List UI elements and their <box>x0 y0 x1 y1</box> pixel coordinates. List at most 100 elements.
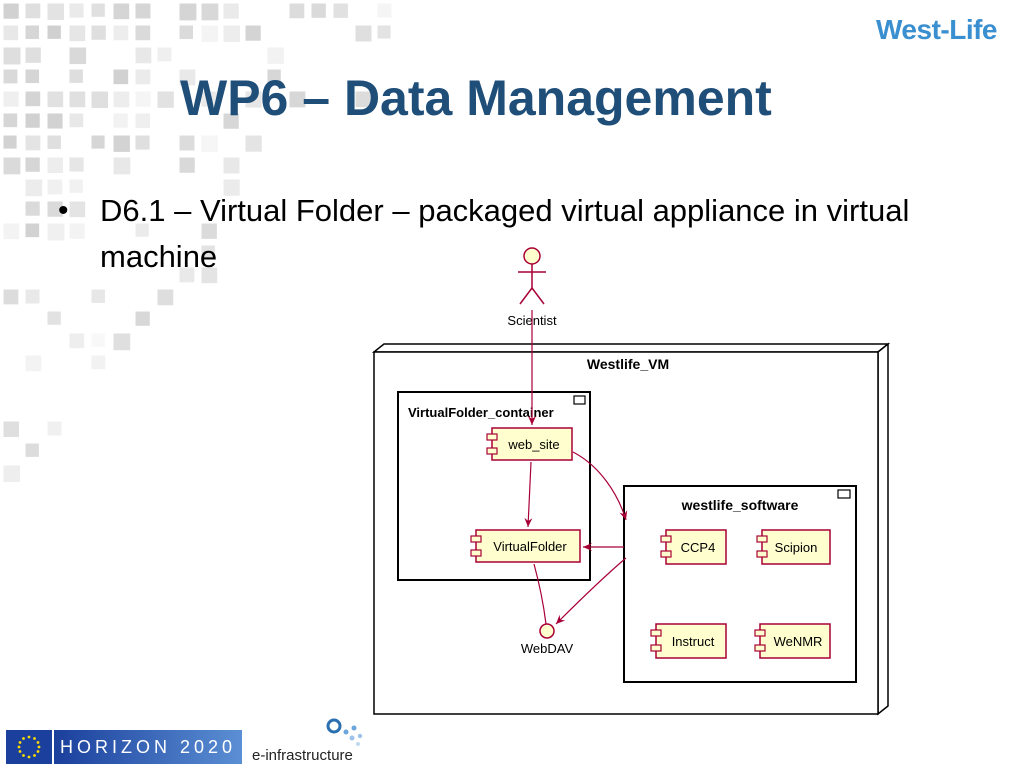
mosaic-tile <box>2 288 20 306</box>
mosaic-tile <box>112 112 129 129</box>
web-site-label: web_site <box>507 437 559 452</box>
mosaic-tile <box>200 222 218 240</box>
mosaic-tile <box>156 46 173 63</box>
e-infrastructure-logo-text: e-infrastructure <box>252 747 353 764</box>
mosaic-tile <box>46 178 64 196</box>
mosaic-tile <box>2 112 19 129</box>
mosaic-tile <box>310 2 327 19</box>
mosaic-tile <box>24 156 41 173</box>
mosaic-tile <box>222 24 241 43</box>
mosaic-tile <box>2 222 21 241</box>
mosaic-tile <box>24 2 42 20</box>
virtualfolder-to-webdav-line <box>533 563 547 625</box>
mosaic-tile <box>90 332 106 348</box>
westlife-vm-label: Westlife_VM <box>587 356 669 372</box>
mosaic-tile <box>112 68 130 86</box>
mosaic-tile <box>354 24 373 43</box>
mosaic-tile <box>2 68 19 85</box>
software-to-webdav-arrow <box>555 557 627 625</box>
mosaic-tile <box>134 90 152 108</box>
mosaic-tile <box>288 90 307 109</box>
mosaic-tile <box>200 266 219 285</box>
ccp4-component <box>660 529 727 565</box>
e-infrastructure-logo-icon <box>326 718 363 746</box>
mosaic-tile <box>2 420 20 438</box>
mosaic-tile <box>24 288 41 305</box>
mosaic-tile <box>134 46 153 65</box>
webdav-interface <box>539 623 555 639</box>
mosaic-tile <box>222 178 241 197</box>
mosaic-tile <box>24 200 41 217</box>
mosaic-tile <box>68 68 84 84</box>
mosaic-tile <box>134 2 152 20</box>
scipion-label: Scipion <box>775 540 818 555</box>
mosaic-tile <box>354 90 373 109</box>
mosaic-tile <box>156 288 175 307</box>
bullet-dot-icon: • <box>58 194 69 227</box>
mosaic-tile <box>2 464 21 483</box>
mosaic-tile <box>24 68 41 85</box>
mosaic-tile <box>200 2 220 22</box>
wenmr-label: WeNMR <box>774 634 823 649</box>
mosaic-tile <box>46 200 64 218</box>
mosaic-tile <box>2 156 22 176</box>
web-site-to-virtualfolder-arrow <box>524 461 533 528</box>
mosaic-tile <box>112 134 131 153</box>
mosaic-tile <box>46 134 62 150</box>
deployment-diagram: Scientist Westlife_VM VirtualFolder_cont… <box>371 247 891 716</box>
mosaic-tile <box>90 354 107 371</box>
virtualfolder-component <box>470 529 581 563</box>
mosaic-tile <box>2 90 20 108</box>
mosaic-tile <box>178 68 197 87</box>
westlife-logo-text: West-Life <box>876 14 998 45</box>
bullet-text: D6.1 – Virtual Folder – packaged virtual… <box>100 193 910 274</box>
mosaic-tile <box>68 24 87 43</box>
mosaic-tile <box>134 112 152 130</box>
mosaic-tile <box>46 112 64 130</box>
mosaic-tile <box>200 244 216 260</box>
web-site-to-software-arrow <box>572 451 628 521</box>
mosaic-tile <box>68 156 85 173</box>
mosaic-tile <box>156 90 175 109</box>
instruct-component <box>650 623 727 659</box>
mosaic-tile <box>112 2 131 21</box>
mosaic-tile <box>332 2 349 19</box>
mosaic-tile <box>2 134 18 150</box>
mosaic-tile <box>24 90 42 108</box>
mosaic-tile <box>46 90 65 109</box>
mosaic-tile <box>46 420 63 437</box>
virtualfolder-label: VirtualFolder <box>493 539 567 554</box>
mosaic-tile <box>68 90 87 109</box>
mosaic-tile <box>134 68 152 86</box>
mosaic-tile <box>112 156 132 176</box>
mosaic-tile <box>2 46 22 66</box>
mosaic-tile <box>24 442 40 458</box>
mosaic-tile <box>24 112 41 129</box>
mosaic-tile <box>134 24 152 42</box>
mosaic-tile <box>200 90 218 108</box>
mosaic-tile <box>2 2 20 20</box>
webdav-label: WebDAV <box>521 641 574 656</box>
mosaic-tile <box>68 112 85 129</box>
mosaic-tile <box>288 2 306 20</box>
mosaic-tile <box>376 2 393 19</box>
mosaic-tile <box>24 24 41 41</box>
mosaic-tile <box>178 156 196 174</box>
mosaic-tile <box>134 222 150 238</box>
mosaic-tile <box>244 90 263 109</box>
mosaic-tile <box>68 46 88 66</box>
mosaic-tile <box>178 2 198 22</box>
mosaic-tile <box>266 68 282 84</box>
mosaic-tile <box>112 24 130 42</box>
ccp4-label: CCP4 <box>681 540 716 555</box>
slide-title: WP6 – Data Management <box>180 70 772 126</box>
mosaic-tile <box>90 134 106 150</box>
mosaic-tile <box>134 310 151 327</box>
mosaic-tile <box>24 134 42 152</box>
mosaic-tile <box>90 24 107 41</box>
scientist-actor <box>518 247 546 305</box>
diagram-connections <box>524 310 628 625</box>
mosaic-tile <box>134 134 151 151</box>
mosaic-tile <box>222 2 240 20</box>
